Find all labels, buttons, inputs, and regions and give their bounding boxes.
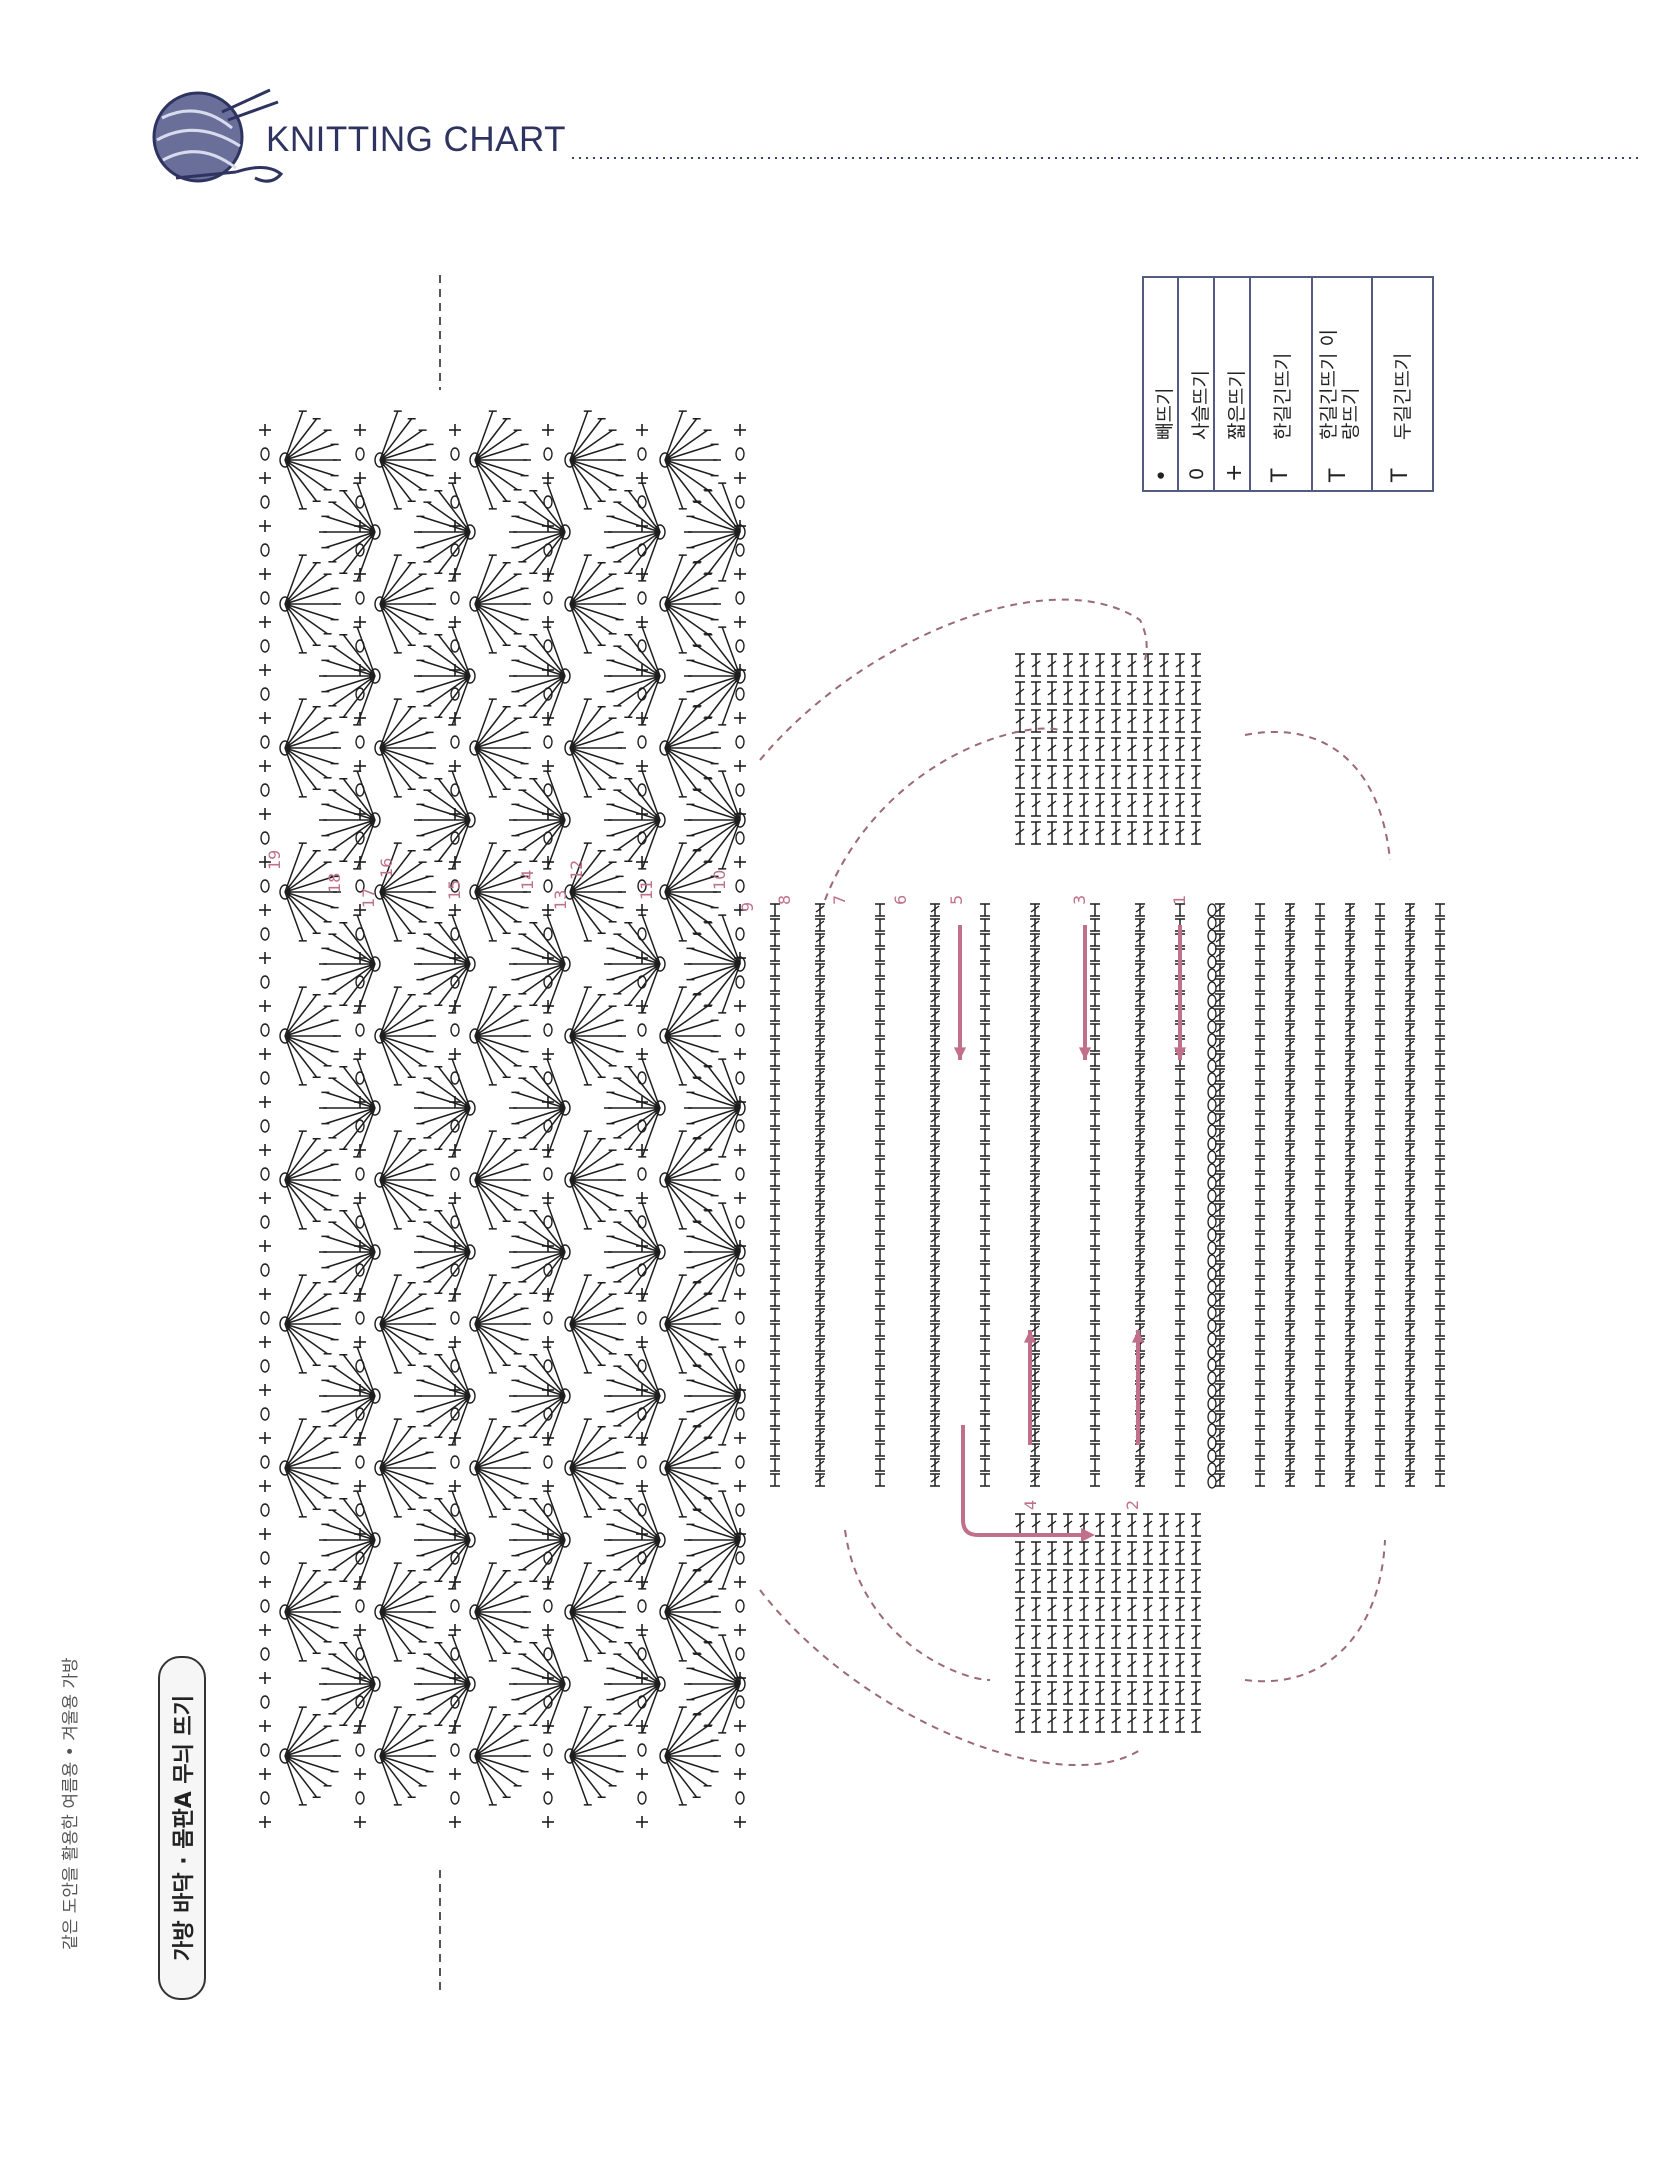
legend-symbol-slip: • bbox=[1150, 469, 1175, 482]
double-crochet-grid bbox=[770, 653, 1445, 1733]
row-number-3: 3 bbox=[1070, 895, 1089, 905]
row-number-11: 11 bbox=[637, 880, 656, 900]
legend-symbol-tr: T bbox=[1388, 468, 1413, 482]
legend-label-slip: 빼뜨기 bbox=[1154, 387, 1176, 440]
legend-symbol-dc: T bbox=[1268, 468, 1293, 482]
section-label-pill: 가방 바닥 · 몸판A 무늬 뜨기 bbox=[158, 1656, 206, 2000]
dashed-connector-2 bbox=[759, 1589, 1141, 1766]
yarn-ball-logo-icon bbox=[152, 88, 284, 183]
arrow-turn bbox=[961, 1425, 1085, 1537]
page-title: KNITTING CHART bbox=[266, 120, 566, 159]
side-caption: 같은 도안을 활용한 여름용 • 겨울용 가방 bbox=[61, 1657, 81, 1950]
legend-symbol-sc: + bbox=[1222, 463, 1247, 482]
legend-symbol-chain: 0 bbox=[1186, 467, 1208, 480]
row-number-13: 13 bbox=[551, 890, 570, 910]
arrow-row2-head bbox=[1131, 1330, 1145, 1343]
row-number-17: 17 bbox=[359, 888, 378, 908]
arrow-row4-head bbox=[1023, 1330, 1037, 1343]
row-number-9: 9 bbox=[738, 902, 757, 912]
row-number-2: 2 bbox=[1123, 1500, 1142, 1510]
row-number-8: 8 bbox=[775, 895, 794, 905]
legend-label-tr: 두길긴뜨기 bbox=[1392, 352, 1414, 440]
legend-symbol-dc-blo: T bbox=[1326, 468, 1351, 482]
row-number-4: 4 bbox=[1021, 1500, 1040, 1510]
arrow-row5-head bbox=[953, 1047, 967, 1060]
direction-arrows bbox=[953, 925, 1187, 1542]
row-number-18: 18 bbox=[325, 873, 344, 893]
row-number-7: 7 bbox=[830, 895, 849, 905]
row-number-6: 6 bbox=[891, 895, 910, 905]
row-number-15: 15 bbox=[445, 880, 464, 900]
row-number-1: 1 bbox=[1170, 895, 1189, 905]
legend-label-sc: 짧은뜨기 bbox=[1226, 370, 1248, 440]
shell-stitch-area bbox=[259, 410, 746, 1828]
dashed-connector-3 bbox=[824, 727, 1061, 901]
legend-label-chain: 사슬뜨기 bbox=[1190, 370, 1212, 440]
row-number-14: 14 bbox=[518, 870, 537, 890]
legend-box bbox=[1142, 276, 1434, 492]
legend-label-dc: 한길긴뜨기 bbox=[1272, 352, 1294, 440]
row-number-19: 19 bbox=[265, 850, 284, 870]
dashed-connector-6 bbox=[1244, 1539, 1386, 1683]
arrow-turn-head bbox=[1081, 1528, 1095, 1542]
dashed-connector-4 bbox=[844, 1529, 991, 1681]
dashed-connector-1 bbox=[759, 598, 1148, 761]
arrow-row1-head bbox=[1173, 1047, 1187, 1060]
row-number-5: 5 bbox=[947, 895, 966, 905]
row-number-12: 12 bbox=[567, 860, 586, 880]
section-label-text: 가방 바닥 · 몸판A 무늬 뜨기 bbox=[172, 1694, 197, 1962]
legend-label-dc-blo: 한길긴뜨기 이랑뜨기 bbox=[1318, 329, 1362, 440]
arrow-row3-head bbox=[1078, 1047, 1092, 1060]
dashed-connectors bbox=[759, 598, 1391, 1766]
dashed-connector-5 bbox=[1244, 730, 1391, 861]
row-number-10: 10 bbox=[710, 870, 729, 890]
row-number-16: 16 bbox=[377, 858, 396, 878]
